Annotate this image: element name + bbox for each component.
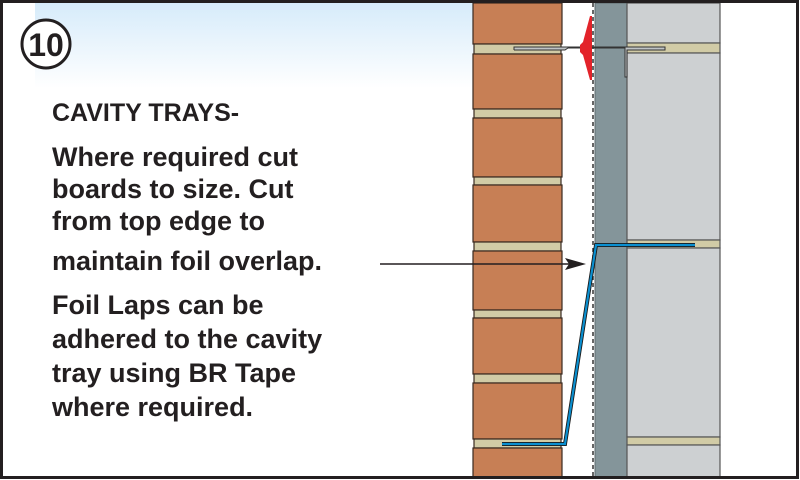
brick-outer-leaf <box>472 2 563 479</box>
mortar-joint <box>473 309 562 319</box>
sky-background <box>35 3 475 88</box>
block-inner-leaf <box>626 2 721 479</box>
concrete-block <box>626 247 721 438</box>
brick <box>472 447 563 479</box>
paragraph1-line: maintain foil overlap. <box>52 246 322 276</box>
concrete-block <box>626 52 721 241</box>
paragraph2-line: Foil Laps can be <box>52 290 264 320</box>
paragraph1-line: Where required cut <box>52 142 298 172</box>
mortar-joint <box>626 436 721 446</box>
brick <box>472 2 563 45</box>
step-number: 10 <box>28 27 64 63</box>
callout-arrow <box>380 258 586 270</box>
mortar-joint <box>473 373 562 384</box>
brick <box>472 250 563 311</box>
mortar-joint <box>473 176 562 186</box>
concrete-block <box>626 2 721 44</box>
brick <box>472 53 563 110</box>
brick <box>472 117 563 178</box>
wall-tie <box>513 16 666 80</box>
heading: CAVITY TRAYS- <box>52 99 239 127</box>
insulation-board <box>594 2 628 479</box>
brick <box>472 382 563 440</box>
paragraph1-line: boards to size. Cut <box>52 174 294 204</box>
mortar-joint <box>473 108 562 119</box>
step-number-circle <box>20 18 72 70</box>
tie-retaining-disc <box>580 16 592 80</box>
brick <box>472 184 563 243</box>
paragraph2-line: where required. <box>51 392 253 422</box>
paragraph2-line: tray using BR Tape <box>52 358 296 388</box>
brick <box>472 317 563 375</box>
concrete-block <box>626 444 721 479</box>
mortar-joint <box>473 241 562 252</box>
paragraph1-line: from top edge to <box>52 206 265 236</box>
paragraph2-line: adhered to the cavity <box>52 324 322 354</box>
